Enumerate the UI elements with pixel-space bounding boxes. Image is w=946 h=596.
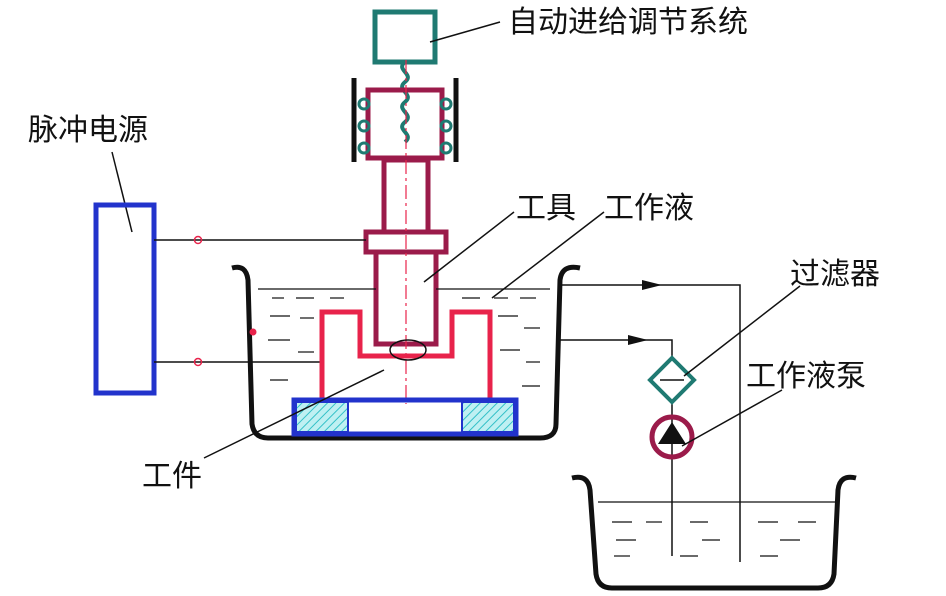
- fluid-pump: [649, 414, 695, 460]
- pump-leader-line: [681, 389, 783, 447]
- label-working-fluid: 工作液: [604, 191, 694, 226]
- supply-arrow: [628, 335, 648, 345]
- clamp-right: [461, 401, 515, 433]
- discharge-gap: [389, 339, 427, 361]
- label-fluid-pump: 工作液泵: [746, 359, 866, 394]
- label-tool: 工具: [516, 191, 576, 226]
- workpiece-leader-line: [203, 369, 385, 459]
- return-pipe: [560, 284, 741, 562]
- label-filter: 过滤器: [790, 257, 880, 292]
- filter-leader-line: [683, 285, 801, 377]
- reservoir-dashes: [612, 521, 816, 557]
- pulse-leader-line: [111, 151, 133, 233]
- worktable: [291, 397, 519, 437]
- label-auto-feed: 自动进给调节系统: [508, 5, 748, 40]
- return-arrow: [642, 280, 662, 290]
- workpiece: [319, 309, 493, 400]
- tool-leader-line: [423, 211, 515, 283]
- terminal-top: [193, 235, 203, 245]
- clamp-left: [295, 401, 349, 433]
- guide-rollers: [357, 97, 453, 155]
- tank-contact-point: [249, 328, 257, 336]
- reservoir-tank: [571, 474, 857, 591]
- feed-control-box: [372, 9, 438, 65]
- filter: [647, 355, 697, 405]
- feed-leader-line: [429, 21, 501, 43]
- fluid-dashes: [268, 297, 540, 387]
- feed-spring: [400, 60, 410, 144]
- label-pulse-power: 脉冲电源: [28, 113, 148, 148]
- supply-pipe: [560, 339, 673, 358]
- pump-arrow-icon: [658, 422, 686, 444]
- fluid-leader-line: [491, 211, 605, 299]
- terminal-bottom: [193, 357, 203, 367]
- work-tank: [231, 264, 581, 441]
- pulse-power-box: [93, 202, 157, 396]
- label-workpiece: 工件: [142, 459, 202, 494]
